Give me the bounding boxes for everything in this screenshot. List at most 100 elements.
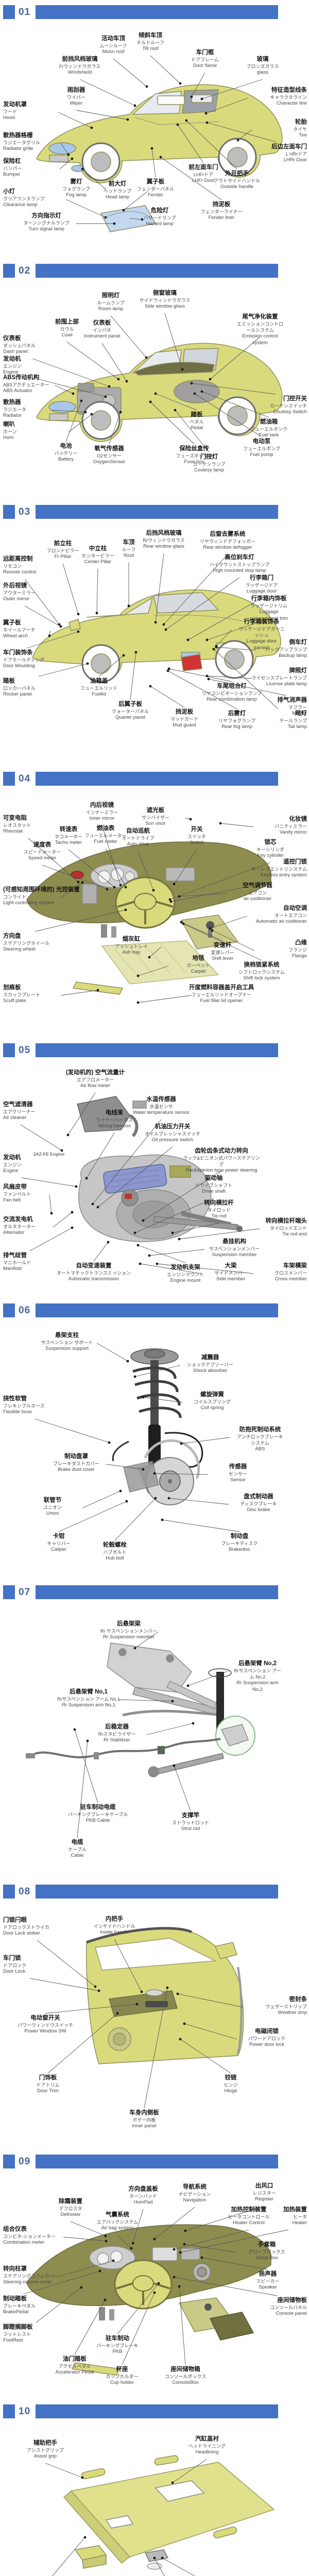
part-name-en: Automatic transmission <box>68 1276 119 1282</box>
anchor-dot <box>176 123 179 126</box>
part-name-jp: カウル <box>60 327 74 332</box>
part-name-cn: 后悬架梁 <box>116 1621 141 1627</box>
part-name-en: Shock absorber <box>193 1368 228 1374</box>
part-name-jp: ヒータコントロール <box>228 2214 270 2220</box>
anchor-dot <box>71 1226 74 1229</box>
part-name-jp: ラック&ピニオン式パワーステアリング <box>183 1156 260 1167</box>
leader-line <box>110 315 147 358</box>
part-name-jp: フレキシブルホース <box>3 1403 45 1409</box>
leader-line <box>167 670 237 709</box>
part-name-jp: ドアモールディング <box>3 657 45 663</box>
part-name-jp: エンジン <box>3 364 22 369</box>
anchor-dot <box>200 2256 203 2259</box>
leader-line <box>68 849 115 888</box>
anchor-dot <box>171 1700 174 1703</box>
part-name-en: ABS Actuator <box>3 388 32 394</box>
part-name-cn: 加热控制装置 <box>231 2207 267 2213</box>
leader-line <box>168 1498 229 1505</box>
part-name-jp: カーテシランプ <box>193 462 226 467</box>
part-name-jp: ターンシグナルランプ <box>23 221 70 226</box>
part-name-en: Speed meter <box>28 855 57 861</box>
part-name-jp: Frウィンドウガラス <box>59 64 101 70</box>
header-bar <box>36 2404 278 2418</box>
part-name-cn: 门饰板 <box>39 2075 57 2081</box>
leader-line <box>207 122 278 143</box>
part-name-en: Door flame <box>193 63 217 69</box>
part-name-en: Room lamp <box>98 306 124 312</box>
leader-line <box>138 995 192 1003</box>
part-name-cn: 齿轮齿条式动力转向 <box>195 1148 248 1154</box>
leader-line <box>201 391 269 418</box>
anchor-dot <box>135 2003 139 2006</box>
anchor-dot <box>83 2536 87 2539</box>
part-name-en: Tie rod <box>211 1213 227 1219</box>
part-name-jp: フューエルメーター <box>84 833 127 839</box>
part-name-cn: 座间储物箱 <box>170 2366 200 2372</box>
part-name-jp: オートエアコン <box>274 913 307 919</box>
leader-line <box>151 148 156 178</box>
part-name-en: Sensor <box>230 1477 246 1483</box>
part-name-jp: フューエルリッドオープナー <box>191 992 252 998</box>
part-name-cn: 遮光板 <box>146 807 165 814</box>
anchor-dot <box>205 674 209 677</box>
section-number: 10 <box>19 2406 31 2417</box>
part-name-jp: ドアロックストライカ <box>3 1925 49 1930</box>
anchor-dot <box>189 818 192 821</box>
anchor-dot <box>97 1989 100 1992</box>
part-name-jp: ハイマウントストップランプ <box>209 562 270 568</box>
part-name-en: Rr Suspension arm No,2 <box>236 1680 279 1692</box>
leader-line <box>208 679 286 696</box>
anchor-dot <box>159 156 162 159</box>
part-name-cn: 自动空调 <box>283 905 307 911</box>
part-name-jp: ウェザーストリップ <box>265 2004 307 2010</box>
part-name-jp: ユニオン <box>43 1505 62 1511</box>
anchor-dot <box>48 634 51 637</box>
part-name-en: Assist grip <box>34 2453 57 2460</box>
part-name-jp: オートマチックトランスミッション <box>57 1270 131 1276</box>
part-name-cn: 踏板 <box>3 678 15 684</box>
part-name-cn: 传感器 <box>229 1464 247 1470</box>
anchor-dot <box>178 1238 181 1241</box>
anchor-dot <box>142 1219 145 1222</box>
part-name-cn: 前左面车门 <box>188 164 218 171</box>
part-name-cn: 气囊系统 <box>106 2212 129 2218</box>
part-name-cn: 铰链 <box>225 2075 237 2081</box>
part-name-jp: バンパー <box>3 166 22 172</box>
part-name-jp: ストラットロッド <box>171 1820 210 1826</box>
part-name-en: Remote control <box>3 569 37 575</box>
leader-line <box>97 1146 173 1208</box>
part-name-cn: 制动盘罩 <box>64 1453 88 1460</box>
anchor-dot <box>153 2291 156 2294</box>
anchor-dot <box>150 147 153 150</box>
anchor-dot <box>119 411 122 414</box>
part-name-en: ConsoleBox <box>172 2380 199 2386</box>
part-name-en: Turn signal lamp <box>28 226 64 232</box>
part-name-cn: 雾灯 <box>70 179 82 185</box>
leader-line <box>187 1671 228 1686</box>
leader-line <box>160 157 222 200</box>
part-name-jp: アッシュトレイ <box>115 944 148 950</box>
leader-line <box>74 1729 98 1803</box>
leader-line <box>36 2287 82 2323</box>
part-name-en: Rocker panel <box>3 691 32 698</box>
leader-line <box>181 922 223 941</box>
part-name-cn: 车门装饰条 <box>3 650 33 656</box>
